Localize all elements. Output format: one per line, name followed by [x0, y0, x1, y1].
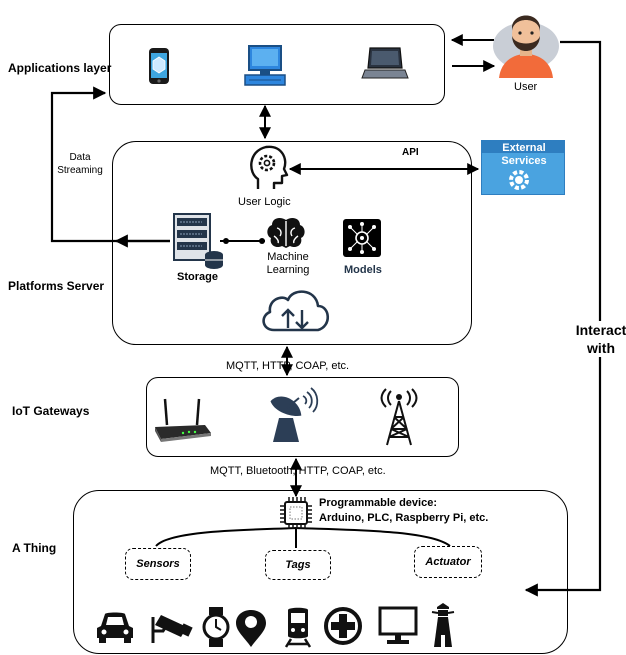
desktop-icon: [244, 45, 286, 86]
api-label: API: [402, 147, 419, 158]
phone-icon: [149, 48, 169, 84]
car-icon: [97, 612, 133, 643]
models-icon: [343, 219, 381, 257]
cloud-sync-icon: [262, 290, 330, 332]
iot-gateways-label: IoT Gateways: [12, 404, 90, 418]
monitor-icon: [378, 606, 418, 644]
sensors-box[interactable]: Sensors: [125, 548, 191, 580]
antenna-tower-icon: [380, 388, 418, 446]
device-subtitle: Arduino, PLC, Raspberry Pi, etc.: [319, 512, 489, 524]
cctv-icon: [151, 615, 193, 643]
actuator-box[interactable]: Actuator: [414, 546, 482, 578]
models-label: Models: [344, 264, 382, 276]
tags-box[interactable]: Tags: [265, 550, 331, 580]
data-streaming-label: Data Streaming: [57, 152, 103, 176]
user-label: User: [514, 81, 538, 93]
brain-head-icon: [250, 145, 289, 189]
train-icon: [284, 607, 312, 648]
user-logic-label: User Logic: [238, 196, 291, 208]
router-icon: [155, 398, 211, 442]
user-avatar-icon: [493, 15, 559, 78]
external-services-box[interactable]: External Services: [481, 140, 565, 195]
a-thing-label: A Thing: [12, 541, 57, 555]
machine-learning-label: Machine Learning: [266, 251, 310, 276]
lighthouse-icon: [431, 603, 455, 647]
protocols-gateway-device: MQTT, Bluetooth, HTTP, COAP, etc.: [210, 465, 386, 477]
gear-icon: [509, 170, 529, 190]
watch-icon: [202, 607, 230, 647]
external-services-label: External Services: [501, 142, 547, 167]
device-title: Programmable device:: [319, 497, 437, 509]
medical-cross-icon: [324, 607, 362, 645]
laptop-icon: [361, 47, 409, 79]
platforms-server-label: Platforms Server: [8, 279, 105, 293]
protocols-platform-gateway: MQTT, HTTP, COAP, etc.: [226, 360, 350, 372]
storage-label: Storage: [177, 271, 218, 283]
chip-icon: [280, 497, 312, 529]
interact-with-label: Interact with: [571, 321, 626, 357]
server-icon: [173, 213, 223, 269]
location-pin-icon: [236, 610, 266, 647]
applications-layer-label: Applications layer: [8, 61, 112, 75]
satellite-dish-icon: [270, 387, 319, 442]
brain-icon: [267, 217, 305, 248]
